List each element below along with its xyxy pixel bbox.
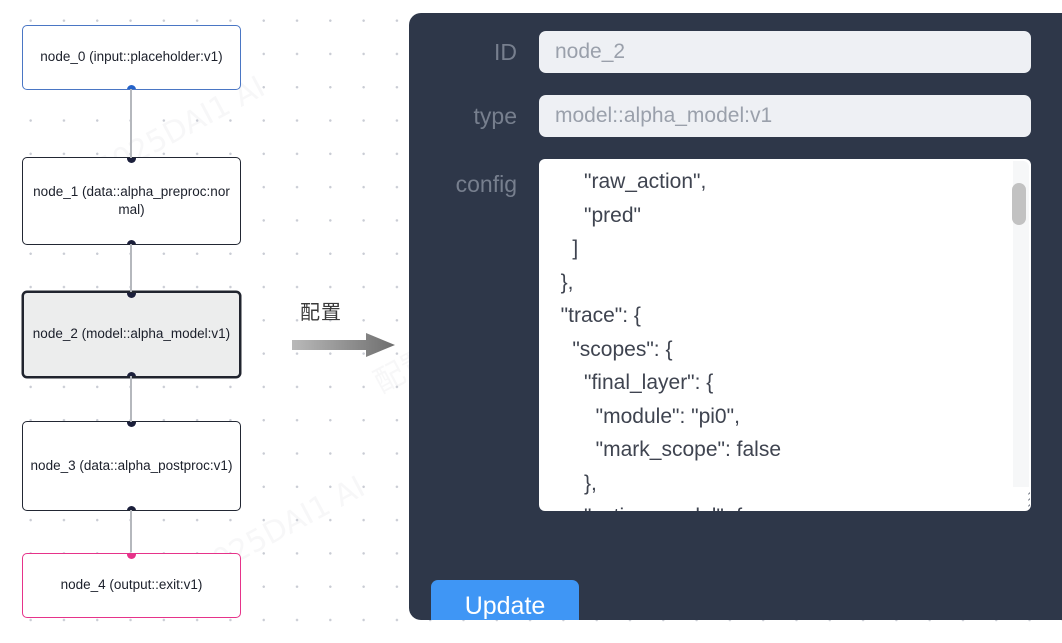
edge-node1-node2 [130, 242, 132, 292]
flow-node-label: node_2 (model::alpha_model:v1) [32, 326, 231, 342]
arrow-icon [292, 333, 395, 357]
edge-node2-node3 [130, 374, 132, 422]
flow-node-label: node_3 (data::alpha_postproc:v1) [30, 457, 233, 473]
resize-grip-icon[interactable] [1012, 492, 1030, 510]
flow-node-node_3[interactable]: node_3 (data::alpha_postproc:v1) [22, 421, 241, 511]
flow-node-node_0[interactable]: node_0 (input::placeholder:v1) [22, 25, 241, 90]
type-field-label: type [473, 102, 517, 129]
field-row-config: config "raw_action", "pred" ] }, "trace"… [409, 159, 1062, 511]
id-input[interactable] [539, 31, 1031, 73]
node-handle-top[interactable] [127, 293, 136, 298]
type-input[interactable] [539, 95, 1031, 137]
node-handle-bottom[interactable] [127, 371, 136, 376]
id-field-label: ID [494, 38, 517, 65]
node-handle-bottom[interactable] [127, 84, 136, 89]
update-button[interactable]: Update [431, 580, 579, 620]
node-handle-top[interactable] [127, 158, 136, 163]
field-row-id: ID [409, 31, 1062, 73]
flow-node-label: node_0 (input::placeholder:v1) [40, 49, 223, 65]
config-textarea[interactable]: "raw_action", "pred" ] }, "trace": { "sc… [539, 159, 1031, 511]
flow-node-label: node_4 (output::exit:v1) [60, 577, 203, 593]
flow-node-node_4[interactable]: node_4 (output::exit:v1) [22, 553, 241, 618]
field-row-type: type [409, 95, 1062, 137]
config-scrollbar-thumb[interactable] [1012, 183, 1026, 225]
config-editor-wrap: "raw_action", "pred" ] }, "trace": { "sc… [539, 159, 1031, 511]
arrow-label: 配置 [300, 300, 342, 324]
flow-node-node_2[interactable]: node_2 (model::alpha_model:v1) [22, 291, 241, 378]
node-config-panel: ID type config "raw_action", "pred" ] },… [409, 13, 1062, 620]
flow-node-label: node_1 (data::alpha_preproc:normal) [33, 183, 230, 218]
node-handle-bottom[interactable] [127, 505, 136, 510]
edge-node3-node4 [130, 510, 132, 552]
flow-node-node_1[interactable]: node_1 (data::alpha_preproc:normal) [22, 157, 241, 245]
configure-arrow-group: 配置 [292, 296, 396, 358]
edge-node0-node1 [130, 88, 132, 158]
node-handle-bottom[interactable] [127, 239, 136, 244]
config-field-label: config [455, 171, 517, 197]
node-handle-top[interactable] [127, 422, 136, 427]
node-handle-top[interactable] [127, 554, 136, 559]
config-scrollbar-track[interactable] [1012, 161, 1029, 487]
